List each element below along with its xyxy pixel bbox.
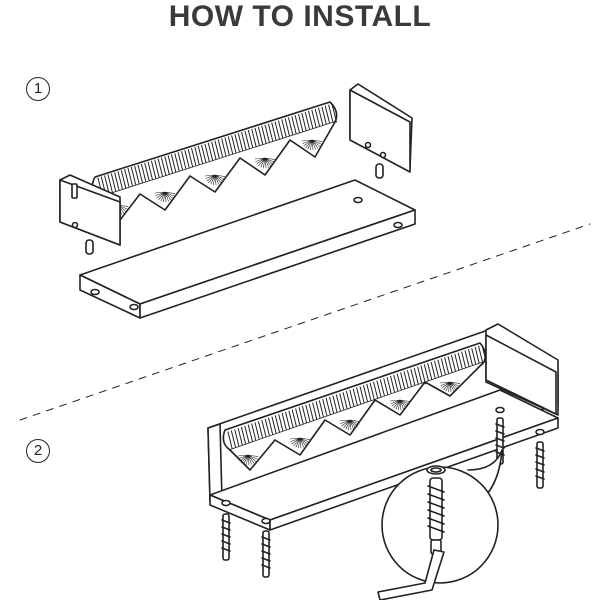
- page-title: HOW TO INSTALL: [168, 0, 432, 33]
- assembled-left-bracket: [207, 423, 223, 501]
- hex-key-icon: [377, 549, 445, 600]
- detail-magnifier-icon: [381, 449, 503, 584]
- shelf-board: [79, 179, 416, 319]
- brush-roller: [91, 101, 338, 221]
- dowel-pin-icon: [85, 163, 384, 255]
- step-2-badge: 2: [26, 439, 50, 463]
- section-divider: [19, 223, 591, 421]
- left-end-bracket: [59, 174, 121, 246]
- step-1-badge: 1: [26, 77, 50, 101]
- wall-anchor-screw-icon: [221, 417, 545, 578]
- step-2-illustration: [207, 323, 559, 600]
- step-1-illustration: [59, 83, 416, 319]
- right-end-bracket: [349, 83, 413, 173]
